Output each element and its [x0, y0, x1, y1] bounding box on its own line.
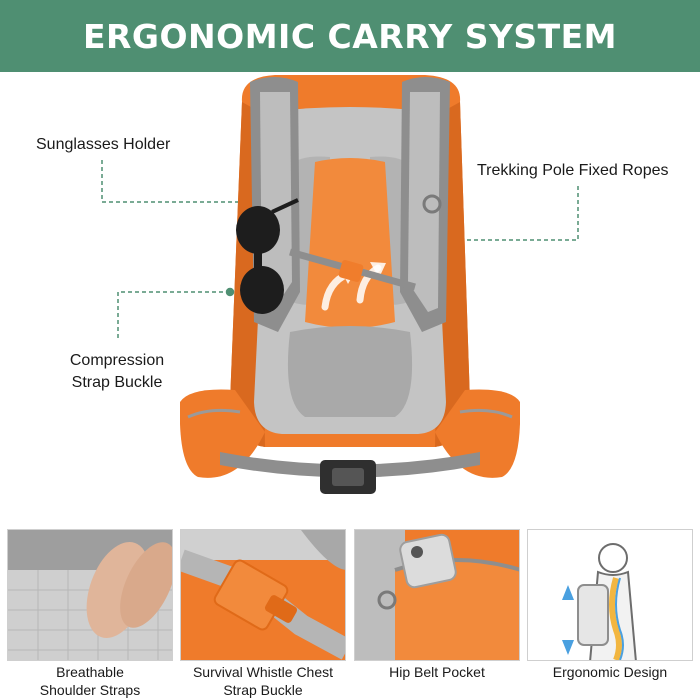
feature-label-line1: Hip Belt Pocket: [389, 664, 485, 680]
leader-sunglasses: [101, 160, 256, 203]
callout-sunglasses-holder: Sunglasses Holder: [36, 136, 171, 153]
callout-compression-buckle: Compression Strap Buckle: [62, 350, 172, 394]
thumb-ergonomic-design: [527, 529, 693, 661]
page-title: ERGONOMIC CARRY SYSTEM: [82, 16, 618, 56]
feature-label-line1: Breathable: [56, 664, 124, 680]
feature-label-ergonomic: Ergonomic Design: [522, 663, 698, 681]
hip-belt-pocket-image: [355, 530, 519, 660]
mesh-strap-image: [8, 530, 172, 660]
feature-label-line1: Survival Whistle Chest: [192, 664, 334, 680]
feature-label-line2: Shoulder Straps: [39, 682, 141, 698]
header-banner: ERGONOMIC CARRY SYSTEM: [0, 0, 700, 72]
feature-label-line1: Ergonomic Design: [552, 664, 668, 680]
sunglasses-icon: [236, 198, 299, 314]
callout-compression-line2: Strap Buckle: [71, 374, 163, 391]
leader-trekking: [454, 186, 579, 241]
callout-trekking-pole-ropes: Trekking Pole Fixed Ropes: [477, 162, 669, 179]
feature-label-line2: Strap Buckle: [223, 682, 303, 698]
feature-label-hip-pocket: Hip Belt Pocket: [349, 663, 525, 681]
backpack-back-view-image: [180, 75, 520, 494]
feature-label-whistle: Survival Whistle Chest Strap Buckle: [175, 663, 351, 699]
whistle-buckle-image: [181, 530, 345, 660]
thumb-breathable-straps: [7, 529, 173, 661]
feature-thumbnails: Breathable Shoulder Straps Survival Whis…: [0, 525, 700, 700]
thumb-whistle-buckle: [180, 529, 346, 661]
leader-compression: [117, 291, 230, 338]
feature-label-breathable: Breathable Shoulder Straps: [2, 663, 178, 699]
callout-compression-line1: Compression: [69, 352, 165, 369]
thumb-hip-belt-pocket: [354, 529, 520, 661]
spine-diagram-image: [528, 530, 692, 660]
